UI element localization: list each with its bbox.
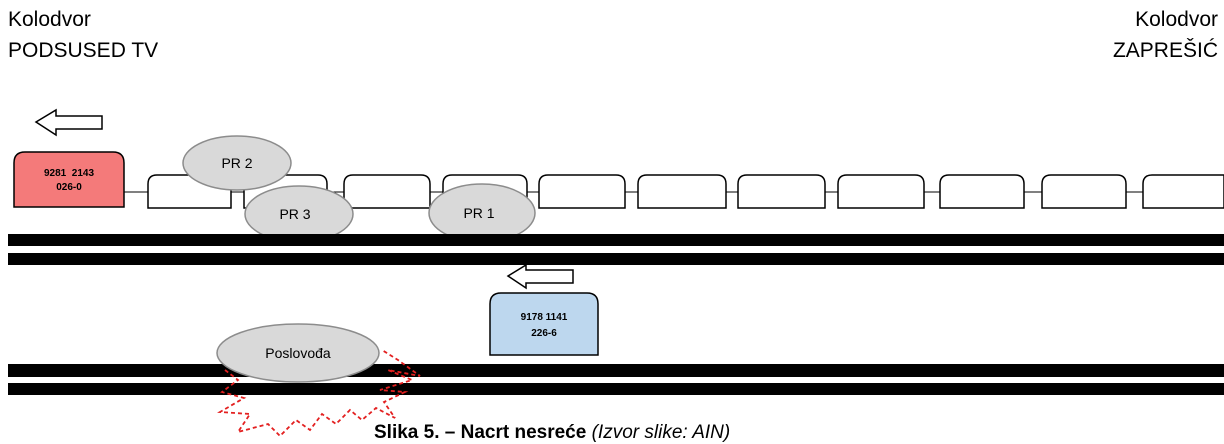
wagon-5 bbox=[538, 174, 626, 209]
station-zapresic-line1: Kolodvor bbox=[1135, 8, 1218, 31]
wagon-8 bbox=[837, 174, 925, 209]
locomotive-blue-number-line2: 226-6 bbox=[531, 328, 557, 339]
station-podsused-line2: PODSUSED TV bbox=[8, 39, 159, 62]
wagon-6 bbox=[637, 174, 727, 209]
locomotive-blue: 9178 1141 226-6 bbox=[489, 292, 599, 356]
worker-pr3-label: PR 3 bbox=[279, 206, 310, 222]
wagon-9 bbox=[939, 174, 1025, 209]
station-zapresic-line2: ZAPREŠIĆ bbox=[1112, 39, 1218, 62]
worker-pr1: PR 1 bbox=[428, 183, 536, 243]
impact-burst-icon bbox=[217, 349, 421, 438]
locomotive-red-number-line2: 026-0 bbox=[56, 182, 82, 193]
figure-caption-source: (Izvor slike: AIN) bbox=[591, 422, 731, 443]
track-2-rail-a bbox=[8, 364, 1224, 377]
track-2-rail-b bbox=[8, 383, 1224, 395]
direction-arrow-icon bbox=[506, 263, 574, 290]
worker-pr2-label: PR 2 bbox=[221, 155, 252, 171]
wagon-11 bbox=[1142, 174, 1224, 209]
worker-poslovodja: Poslovođa bbox=[216, 323, 380, 383]
station-podsused-line1: Kolodvor bbox=[8, 8, 91, 31]
wagon-10 bbox=[1041, 174, 1127, 209]
worker-pr2: PR 2 bbox=[182, 135, 292, 191]
direction-arrow-icon bbox=[34, 108, 103, 137]
station-podsused-label: Kolodvor PODSUSED TV bbox=[8, 4, 158, 66]
worker-poslovodja-label: Poslovođa bbox=[265, 345, 331, 361]
wagon-7 bbox=[737, 174, 826, 209]
track-1-rail-a bbox=[8, 234, 1224, 246]
figure-caption: Slika 5. – Nacrt nesreće (Izvor slike: A… bbox=[374, 422, 730, 444]
locomotive-red: 9281 2143 026-0 bbox=[13, 151, 125, 208]
worker-pr3: PR 3 bbox=[244, 185, 354, 243]
worker-pr1-label: PR 1 bbox=[463, 205, 494, 221]
locomotive-red-number-line1: 9281 2143 bbox=[44, 168, 94, 179]
figure-caption-title: Slika 5. – Nacrt nesreće bbox=[374, 422, 587, 443]
track-1-rail-b bbox=[8, 253, 1224, 265]
station-zapresic-label: Kolodvor ZAPREŠIĆ bbox=[1113, 4, 1218, 66]
wagon-3 bbox=[343, 174, 431, 209]
locomotive-blue-number-line1: 9178 1141 bbox=[521, 312, 568, 323]
